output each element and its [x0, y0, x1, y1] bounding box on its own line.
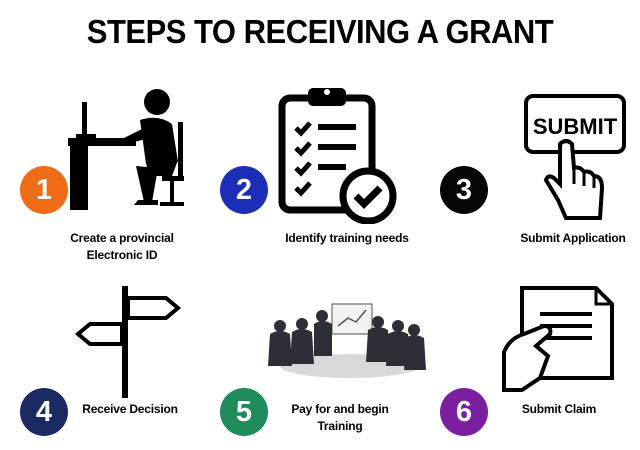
submit-button-hand-icon: SUBMIT	[524, 94, 626, 220]
step-6-label: Submit Claim	[500, 401, 618, 418]
checklist-clipboard-icon	[278, 88, 397, 224]
step-4-badge: 4	[20, 388, 68, 436]
step-1-label: Create a provincial Electronic ID	[60, 230, 184, 264]
step-3-label-line1: Submit Application	[520, 231, 626, 245]
step-3-number: 3	[455, 173, 473, 206]
step-3-label: Submit Application	[508, 230, 638, 247]
step-2-number: 2	[235, 173, 253, 206]
step-6-label-line1: Submit Claim	[521, 402, 597, 416]
step-6-badge: 6	[440, 388, 488, 436]
meeting-training-icon	[268, 303, 426, 378]
step-1-label-line2: Electronic ID	[86, 248, 158, 262]
person-at-computer-icon	[68, 89, 184, 210]
step-5-number: 5	[235, 395, 253, 428]
step-2-label-line1: Identify training needs	[285, 231, 409, 245]
page-title: STEPS TO RECEIVING A GRANT	[86, 12, 554, 51]
step-4-number: 4	[35, 395, 53, 428]
signpost-icon	[74, 286, 182, 398]
step-1-number: 1	[35, 173, 53, 206]
step-5-label-line2: Training	[317, 419, 363, 433]
step-2-badge: 2	[220, 166, 268, 214]
step-3-badge: 3	[440, 166, 488, 214]
submit-sign-text: SUBMIT	[533, 114, 618, 139]
step-5-label-line1: Pay for and begin	[291, 402, 389, 416]
step-6-number: 6	[455, 395, 473, 428]
step-1-badge: 1	[20, 166, 68, 214]
hand-document-icon	[502, 286, 614, 392]
step-4-label-line1: Receive Decision	[82, 402, 178, 416]
step-4-label: Receive Decision	[60, 401, 200, 418]
step-5-badge: 5	[220, 388, 268, 436]
step-1-label-line1: Create a provincial	[70, 231, 174, 245]
step-2-label: Identify training needs	[262, 230, 432, 247]
step-5-label: Pay for and begin Training	[270, 401, 410, 435]
